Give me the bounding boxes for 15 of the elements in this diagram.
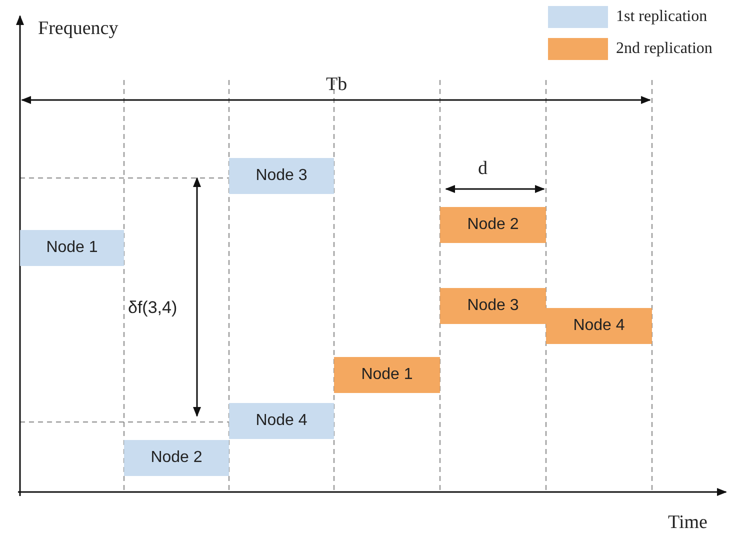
legend-label: 1st replication (616, 8, 708, 26)
time-slot-box: Node 3 (229, 158, 334, 194)
time-slot-box: Node 1 (20, 230, 124, 266)
legend-label: 2nd replication (616, 40, 712, 58)
dimension-label: δf(3,4) (128, 298, 178, 318)
axis-label: Time (668, 512, 708, 534)
time-slot-box: Node 2 (124, 440, 229, 476)
time-slot-box: Node 1 (334, 357, 440, 393)
time-slot-box: Node 2 (440, 207, 546, 243)
time-slot-box: Node 3 (440, 288, 546, 324)
dimension-label: d (478, 158, 488, 180)
time-slot-box: Node 4 (229, 403, 334, 439)
time-slot-box: Node 4 (546, 308, 652, 344)
axis-label: Frequency (38, 18, 118, 40)
dimension-label: Tb (326, 74, 348, 96)
